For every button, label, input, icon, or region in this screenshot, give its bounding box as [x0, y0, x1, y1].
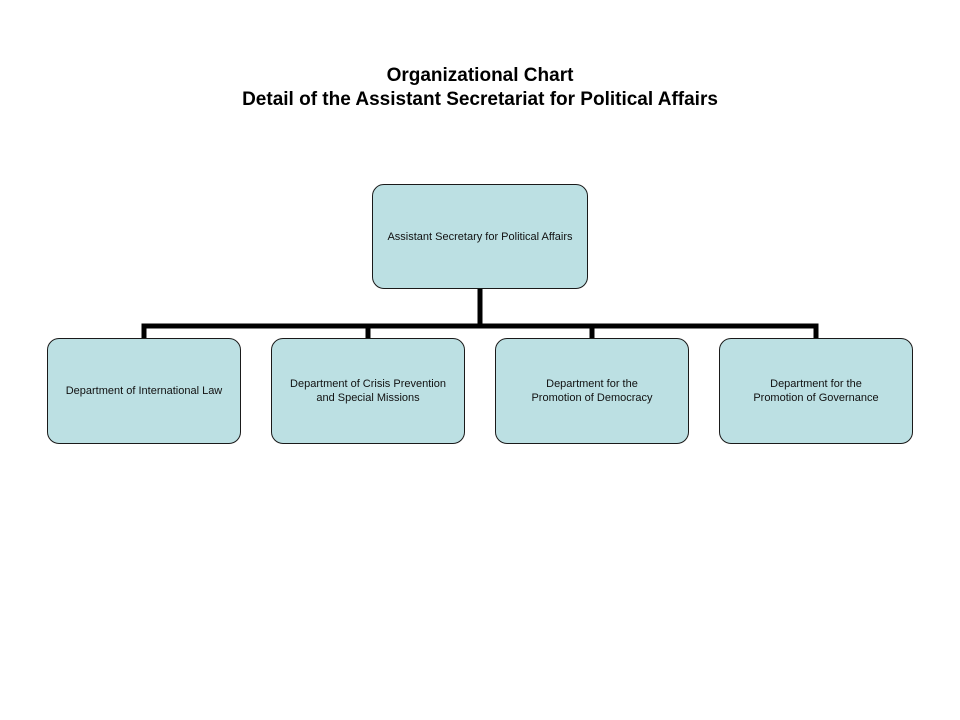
- node-label: Department of Crisis Prevention and Spec…: [290, 378, 446, 404]
- chart-title-line-1: Organizational Chart: [386, 65, 574, 86]
- chart-title: Organizational Chart Detail of the Assis…: [0, 64, 960, 112]
- node-department-promotion-governance: Department for the Promotion of Governan…: [719, 338, 913, 444]
- node-label: Assistant Secretary for Political Affair…: [387, 230, 573, 243]
- node-department-international-law: Department of International Law: [47, 338, 241, 444]
- node-label: Department for the Promotion of Democrac…: [531, 378, 653, 404]
- node-department-crisis-prevention: Department of Crisis Prevention and Spec…: [271, 338, 465, 444]
- node-department-promotion-democracy: Department for the Promotion of Democrac…: [495, 338, 689, 444]
- node-assistant-secretary: Assistant Secretary for Political Affair…: [372, 184, 588, 289]
- chart-title-line-2: Detail of the Assistant Secretariat for …: [242, 89, 718, 110]
- node-label: Department for the Promotion of Governan…: [753, 378, 879, 404]
- node-label: Department of International Law: [65, 385, 223, 397]
